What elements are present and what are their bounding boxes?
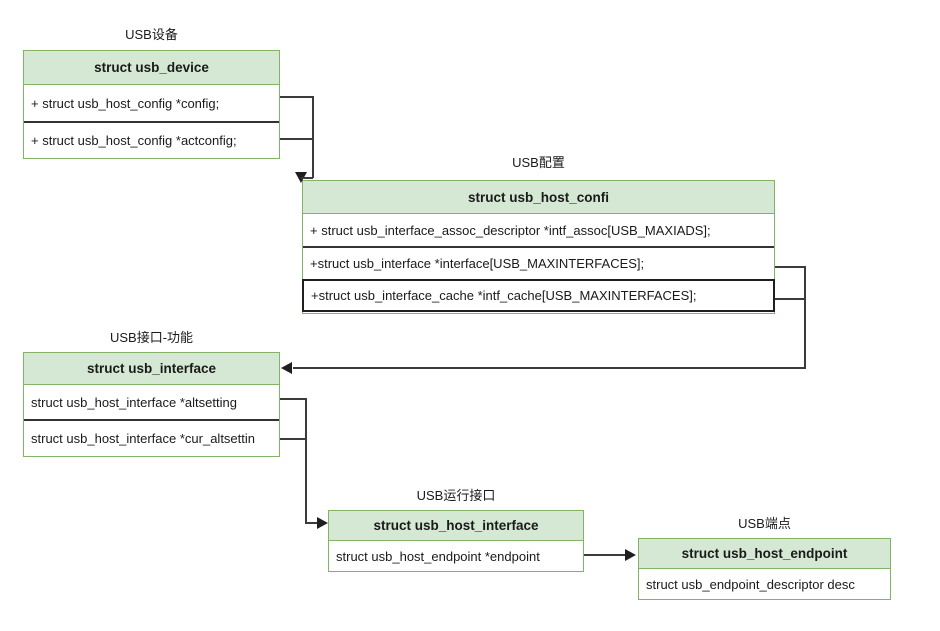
class-row-config-interface[interactable]: +struct usb_interface *interface[USB_MAX…: [303, 246, 774, 279]
edge-config-interface-riser: [804, 266, 806, 300]
arrowhead-interface-to-host-interface: [317, 517, 328, 529]
class-header-usb-device: struct usb_device: [24, 51, 279, 85]
class-caption-usb-interface: USB接口-功能: [109, 330, 194, 345]
class-caption-usb-device: USB设备: [125, 27, 178, 42]
arrowhead-host-interface-to-endpoint: [625, 549, 636, 561]
edge-config-interface-drop: [804, 298, 806, 369]
class-caption-usb-host-config: USB配置: [512, 155, 565, 170]
class-row-host-endpoint-desc[interactable]: struct usb_endpoint_descriptor desc: [639, 569, 890, 599]
class-row-config-intf-assoc[interactable]: + struct usb_interface_assoc_descriptor …: [303, 214, 774, 246]
edge-config-interface-stub-top: [775, 266, 806, 268]
edge-host-interface-endpoint-run: [584, 554, 626, 556]
class-row-usb-device-config[interactable]: + struct usb_host_config *config;: [24, 85, 279, 121]
class-caption-usb-host-endpoint: USB端点: [738, 516, 791, 531]
edge-device-config-drop: [312, 138, 314, 178]
class-box-usb-host-config[interactable]: struct usb_host_confi + struct usb_inter…: [302, 180, 775, 314]
edge-device-config-stub-top: [280, 96, 314, 98]
class-header-usb-host-config: struct usb_host_confi: [303, 181, 774, 214]
class-row-host-interface-endpoint[interactable]: struct usb_host_endpoint *endpoint: [329, 541, 583, 571]
class-row-config-intf-cache[interactable]: +struct usb_interface_cache *intf_cache[…: [302, 279, 775, 312]
edge-interface-host-stub-top: [280, 398, 307, 400]
class-header-usb-host-endpoint: struct usb_host_endpoint: [639, 539, 890, 569]
class-row-interface-cur-altsetting[interactable]: struct usb_host_interface *cur_altsettin: [24, 419, 279, 456]
class-row-usb-device-actconfig[interactable]: + struct usb_host_config *actconfig;: [24, 121, 279, 158]
edge-config-interface-run: [293, 367, 806, 369]
edge-interface-host-stub-bottom: [280, 438, 307, 440]
class-box-usb-device[interactable]: struct usb_device + struct usb_host_conf…: [23, 50, 280, 159]
class-box-usb-interface[interactable]: struct usb_interface struct usb_host_int…: [23, 352, 280, 457]
arrowhead-config-to-interface: [281, 362, 292, 374]
class-header-usb-host-interface: struct usb_host_interface: [329, 511, 583, 541]
edge-device-config-stub-bottom: [280, 138, 314, 140]
edge-device-config-riser: [312, 96, 314, 140]
edge-device-config-entry: [301, 177, 313, 179]
class-header-usb-interface: struct usb_interface: [24, 353, 279, 385]
class-box-usb-host-interface[interactable]: struct usb_host_interface struct usb_hos…: [328, 510, 584, 572]
class-caption-usb-host-interface: USB运行接口: [416, 488, 496, 503]
edge-interface-host-riser: [305, 398, 307, 440]
class-box-usb-host-endpoint[interactable]: struct usb_host_endpoint struct usb_endp…: [638, 538, 891, 600]
class-row-interface-altsetting[interactable]: struct usb_host_interface *altsetting: [24, 385, 279, 419]
edge-interface-host-drop: [305, 438, 307, 524]
edge-interface-host-run: [305, 522, 319, 524]
edge-config-interface-stub-bottom: [775, 298, 806, 300]
